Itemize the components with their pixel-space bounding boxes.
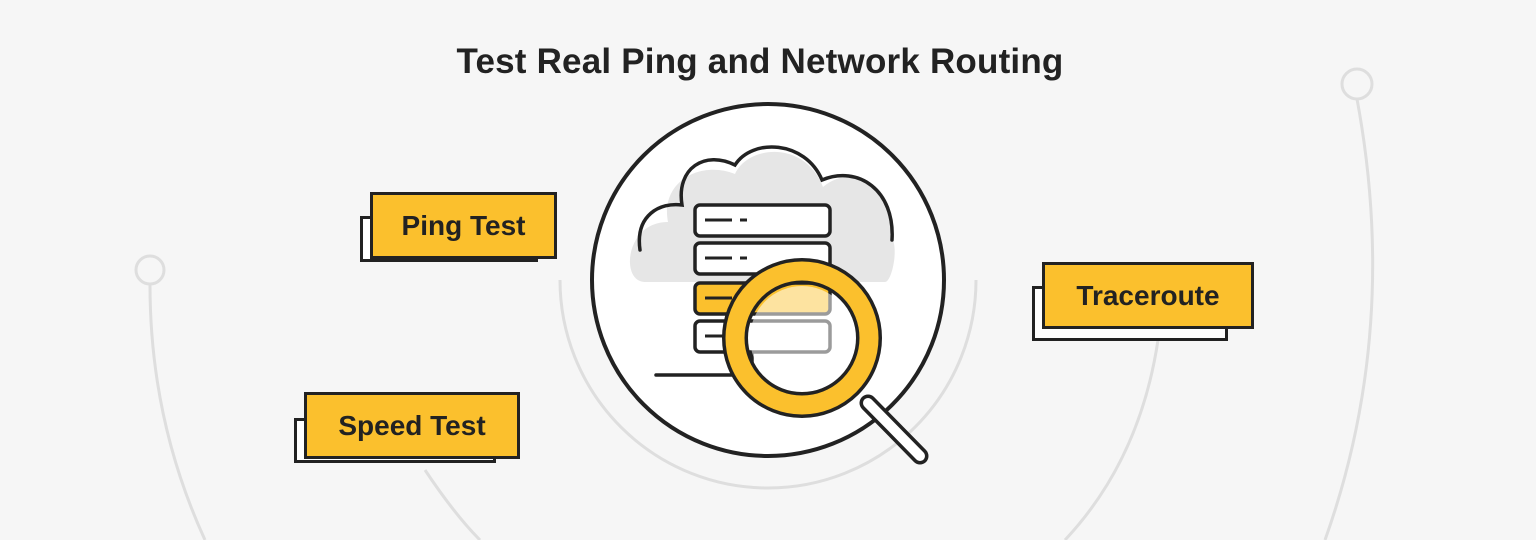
right-arc-node [1340, 67, 1374, 101]
traceroute-connector [1063, 339, 1160, 540]
center-ring-arc [558, 279, 978, 490]
magnifying-glass-icon [722, 258, 929, 465]
speed-test-label: Speed Test [304, 392, 520, 459]
speed-test-tag: Speed Test [294, 392, 520, 472]
left-arc-node [134, 254, 166, 286]
ping-test-tag: Ping Test [360, 192, 558, 272]
speed-test-connector [423, 469, 482, 540]
traceroute-label: Traceroute [1042, 262, 1254, 329]
server-unit-1 [693, 203, 832, 238]
page-title: Test Real Ping and Network Routing [456, 42, 1064, 81]
traceroute-tag: Traceroute [1032, 262, 1254, 342]
left-arc [148, 284, 207, 540]
right-arc [1323, 98, 1375, 540]
ping-test-label: Ping Test [370, 192, 557, 259]
